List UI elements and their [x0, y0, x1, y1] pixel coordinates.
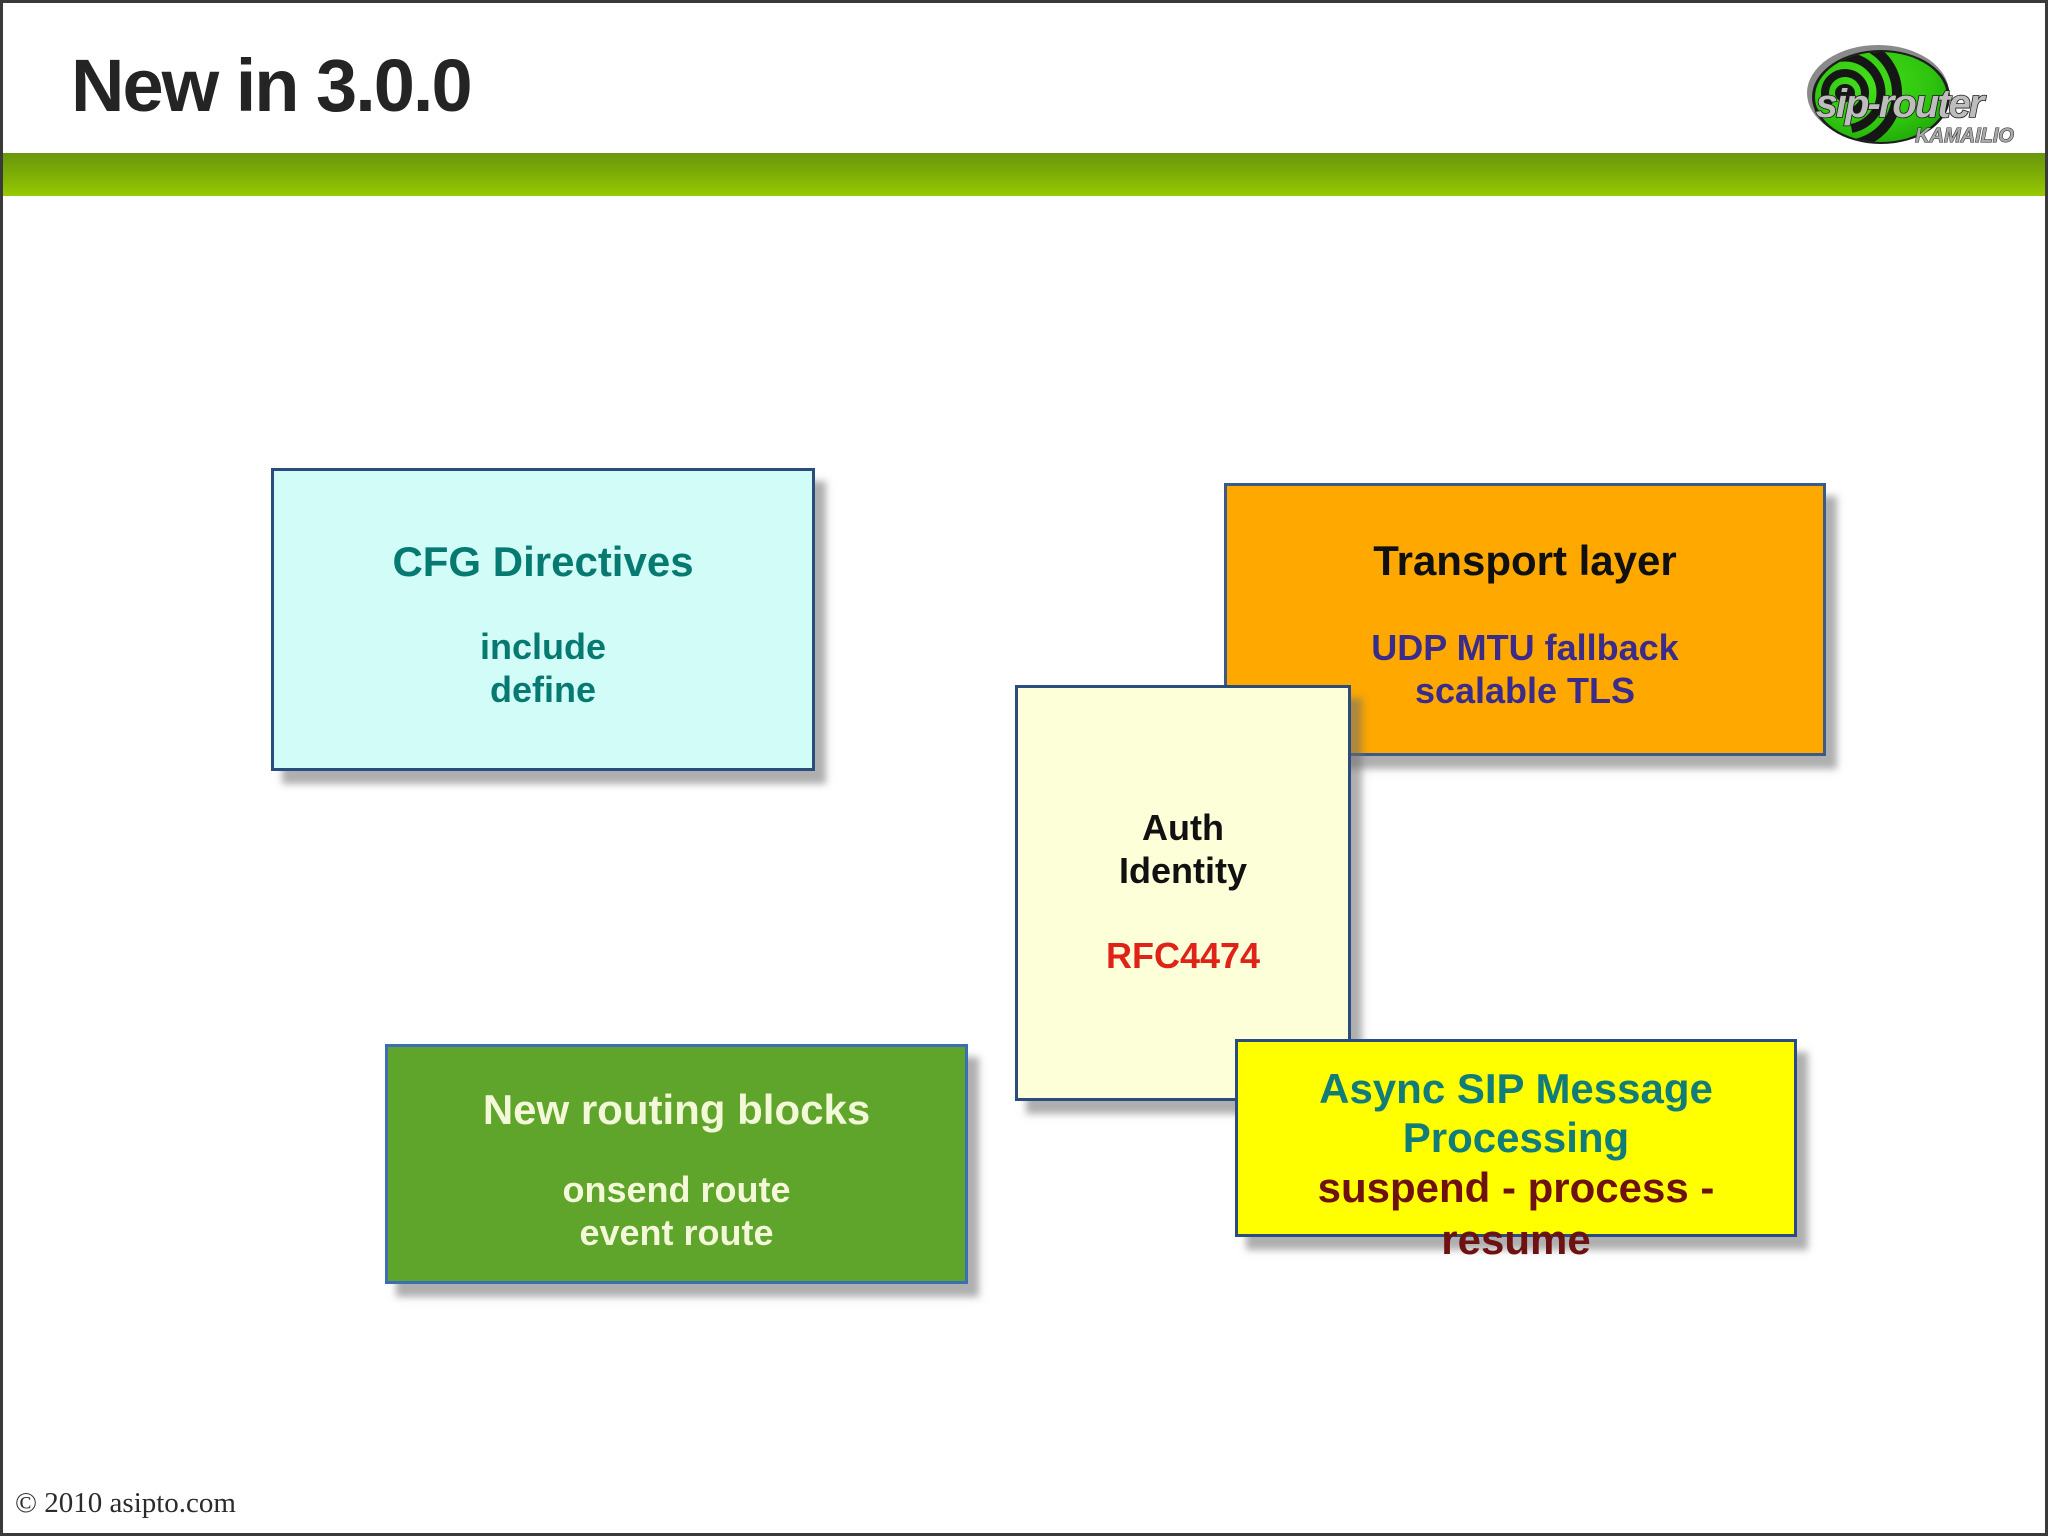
header-accent-bar — [3, 153, 2045, 196]
cfg-box-line: include — [479, 626, 607, 667]
cfg-directives-box: CFG Directives include define — [271, 468, 815, 771]
async-box-title: Processing — [1402, 1114, 1630, 1161]
auth-box-title: Identity — [1118, 850, 1247, 891]
transport-box-title: Transport layer — [1373, 537, 1677, 584]
auth-identity-box: Auth Identity RFC4474 — [1015, 685, 1351, 1101]
new-routing-blocks-box: New routing blocks onsend route event ro… — [385, 1044, 968, 1284]
logo-sub-text: KAMAILIO — [1915, 125, 2014, 147]
auth-box-rfc-line: RFC4474 — [1105, 935, 1261, 976]
routing-box-line: onsend route — [562, 1169, 791, 1210]
cfg-box-title: CFG Directives — [392, 538, 694, 585]
cfg-box-line: define — [489, 669, 596, 710]
transport-box-line: UDP MTU fallback — [1371, 627, 1679, 668]
routing-box-title: New routing blocks — [482, 1086, 871, 1133]
transport-box-line: scalable TLS — [1414, 670, 1636, 711]
sip-router-kamailio-logo: sip-router KAMAILIO — [1807, 45, 2015, 148]
async-box-suspend-line: suspend - process - resume — [1317, 1164, 1715, 1263]
transport-layer-box: Transport layer UDP MTU fallback scalabl… — [1224, 483, 1826, 756]
routing-box-line: event route — [579, 1212, 774, 1253]
copyright-note: © 2010 asipto.com — [15, 1487, 236, 1519]
auth-box-title: Auth — [1142, 807, 1224, 848]
async-sip-processing-box: Async SIP Message Processing suspend - p… — [1235, 1039, 1797, 1263]
page-title: New in 3.0.0 — [71, 44, 473, 127]
async-box-title: Async SIP Message — [1319, 1065, 1713, 1112]
logo-brand-text: sip-router — [1816, 82, 1987, 126]
